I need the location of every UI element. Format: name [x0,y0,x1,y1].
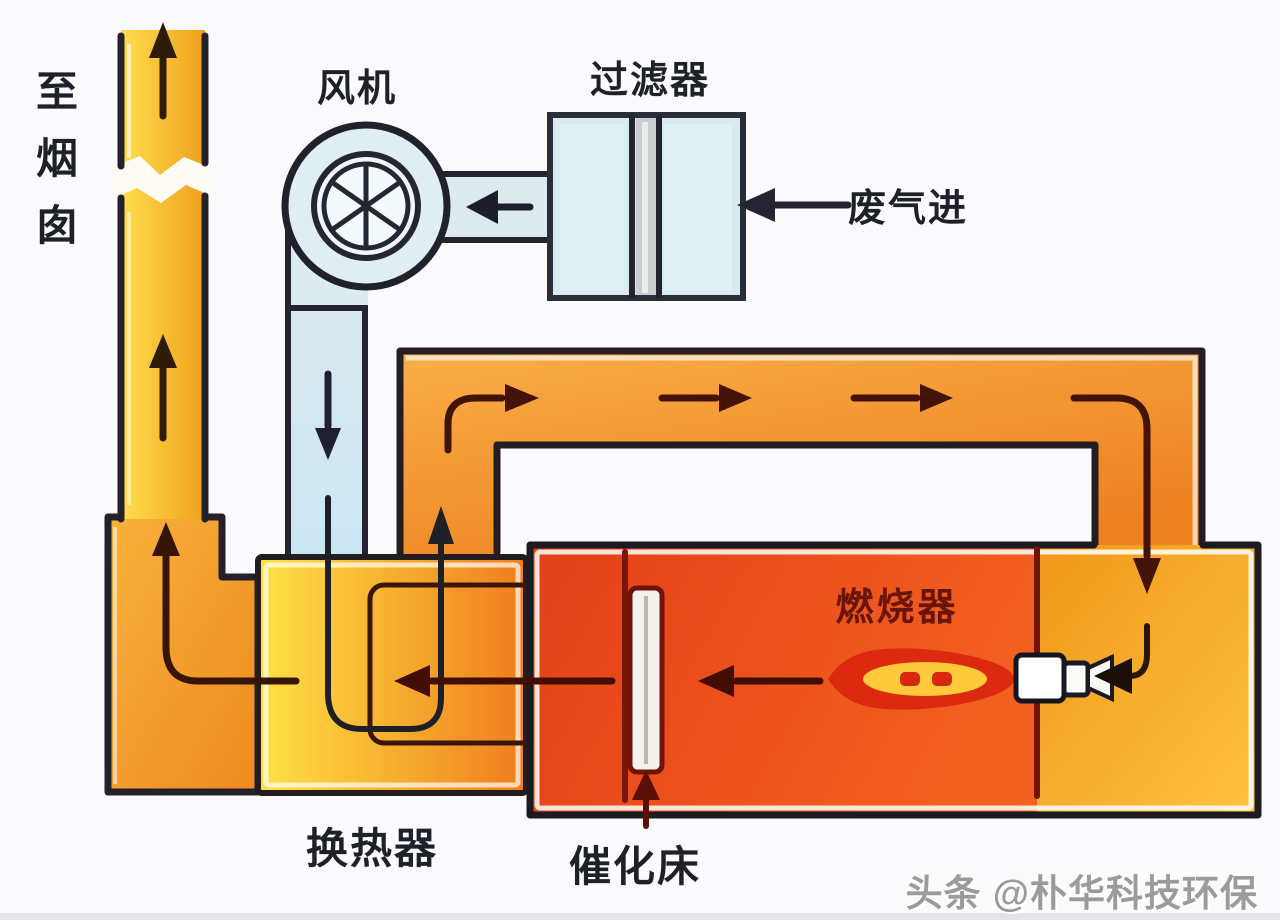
burner-body [1013,652,1067,704]
burner [828,648,1114,710]
fuel-arrow [1094,658,1132,694]
hot-air-duct-loop [396,347,1207,562]
filter-box [547,112,746,301]
catalyst-pointer-arrow [632,770,660,800]
bottom-edge [0,913,1280,920]
fan-down-arrow [315,428,341,460]
heat-exchanger-up-arrow [428,506,454,544]
heat-exchanger-left-arrow [394,665,430,697]
duct-corner-arrow [505,384,539,412]
chimney-label-char2: 烟 [36,135,80,182]
burner-label: 燃烧器 [835,587,958,629]
filter-label: 过滤器 [590,60,710,102]
duct-flow-arrow-1 [719,384,752,412]
waste-gas-label: 废气进 [848,188,968,230]
flow-arrows [149,22,1161,829]
fan-label: 风机 [317,68,397,110]
labels: 至 烟 囱 风机 过滤器 废气进 燃烧器 换热器 催化床 头条 @朴华科技环保 [36,60,1258,914]
catalytic-bed [622,549,665,803]
fuel-line [1127,623,1150,679]
fan-blades-icon [329,161,403,251]
duct-break-symbol [112,156,214,203]
duct-flow-arrow-2 [920,384,953,412]
duct-down-arrow [1133,558,1161,594]
chimney-mid-arrow [149,334,177,368]
elbow-up-arrow [152,522,180,556]
chimney-label-char3: 囱 [36,202,80,249]
watermark: 头条 @朴华科技环保 [906,873,1258,914]
chamber-left-arrow [698,665,734,697]
chimney-top-arrow [149,22,177,58]
waste-gas-arrow [737,188,775,222]
filter-to-fan-arrow [466,190,498,224]
cold-stream-pipe [325,495,444,732]
burner-nozzle [1061,660,1091,698]
heat-exchanger-label: 换热器 [306,825,438,872]
heat-exchanger-box [255,554,556,796]
catalytic-bed-label: 催化床 [569,843,701,890]
chimney-label-char1: 至 [36,68,80,115]
